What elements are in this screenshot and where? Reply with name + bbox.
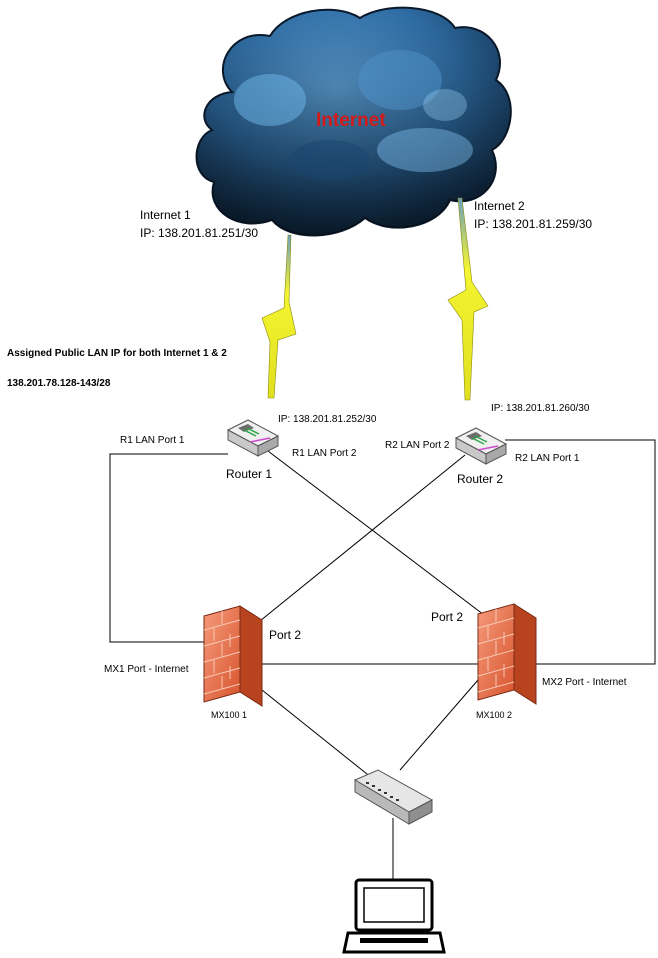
mx100-2-label: MX100 2	[476, 710, 513, 720]
internet-cloud-icon	[195, 6, 512, 237]
r2-lan-port-2-label: R2 LAN Port 2	[385, 440, 450, 451]
mx100-1-label: MX100 1	[211, 710, 248, 720]
link-mx1-switch	[261, 689, 373, 779]
mx1-port-2-label: Port 2	[269, 628, 302, 642]
internet-cloud-label: Internet	[316, 110, 386, 131]
router-1-ip: IP: 138.201.81.252/30	[278, 414, 377, 425]
r1-lan-port-1-label: R1 LAN Port 1	[120, 435, 185, 446]
internet-1-name: Internet 1	[140, 208, 191, 222]
internet-1-ip: IP: 138.201.81.251/30	[140, 226, 259, 240]
r2-lan-port-1-label: R2 LAN Port 1	[515, 453, 580, 464]
link-r2-port1-mx2	[505, 439, 656, 665]
internet-2-ip: IP: 138.201.81.259/30	[474, 217, 593, 231]
mx1-internet-port-label: MX1 Port - Internet	[104, 664, 189, 675]
link-mx2-switch	[399, 679, 479, 771]
link-r1-port1-mx1	[109, 453, 228, 643]
switch-icon	[353, 769, 434, 825]
assigned-ip-range: 138.201.78.128-143/28	[7, 378, 111, 389]
internet-2-name: Internet 2	[474, 199, 525, 213]
assigned-ip-heading: Assigned Public LAN IP for both Internet…	[7, 348, 227, 359]
r1-lan-port-2-label: R1 LAN Port 2	[292, 448, 357, 459]
connection-lines	[109, 439, 656, 880]
router-2-label: Router 2	[457, 472, 504, 486]
link-r1-port2-mx2	[263, 447, 493, 622]
laptop-icon	[342, 878, 446, 954]
router-2-ip: IP: 138.201.81.260/30	[491, 403, 590, 414]
firewall-mx100-1-icon	[203, 605, 263, 707]
router-1-icon	[226, 419, 280, 457]
firewall-mx100-2-icon	[477, 603, 537, 705]
mx2-port-2-label: Port 2	[431, 610, 464, 624]
mx2-internet-port-label: MX2 Port - Internet	[542, 677, 627, 688]
link-r2-port2-mx1	[254, 454, 466, 626]
router-1-label: Router 1	[226, 467, 273, 481]
lightning-bolt-2-icon	[447, 197, 489, 401]
lightning-bolt-1-icon	[261, 234, 297, 399]
router-2-icon	[454, 427, 508, 465]
